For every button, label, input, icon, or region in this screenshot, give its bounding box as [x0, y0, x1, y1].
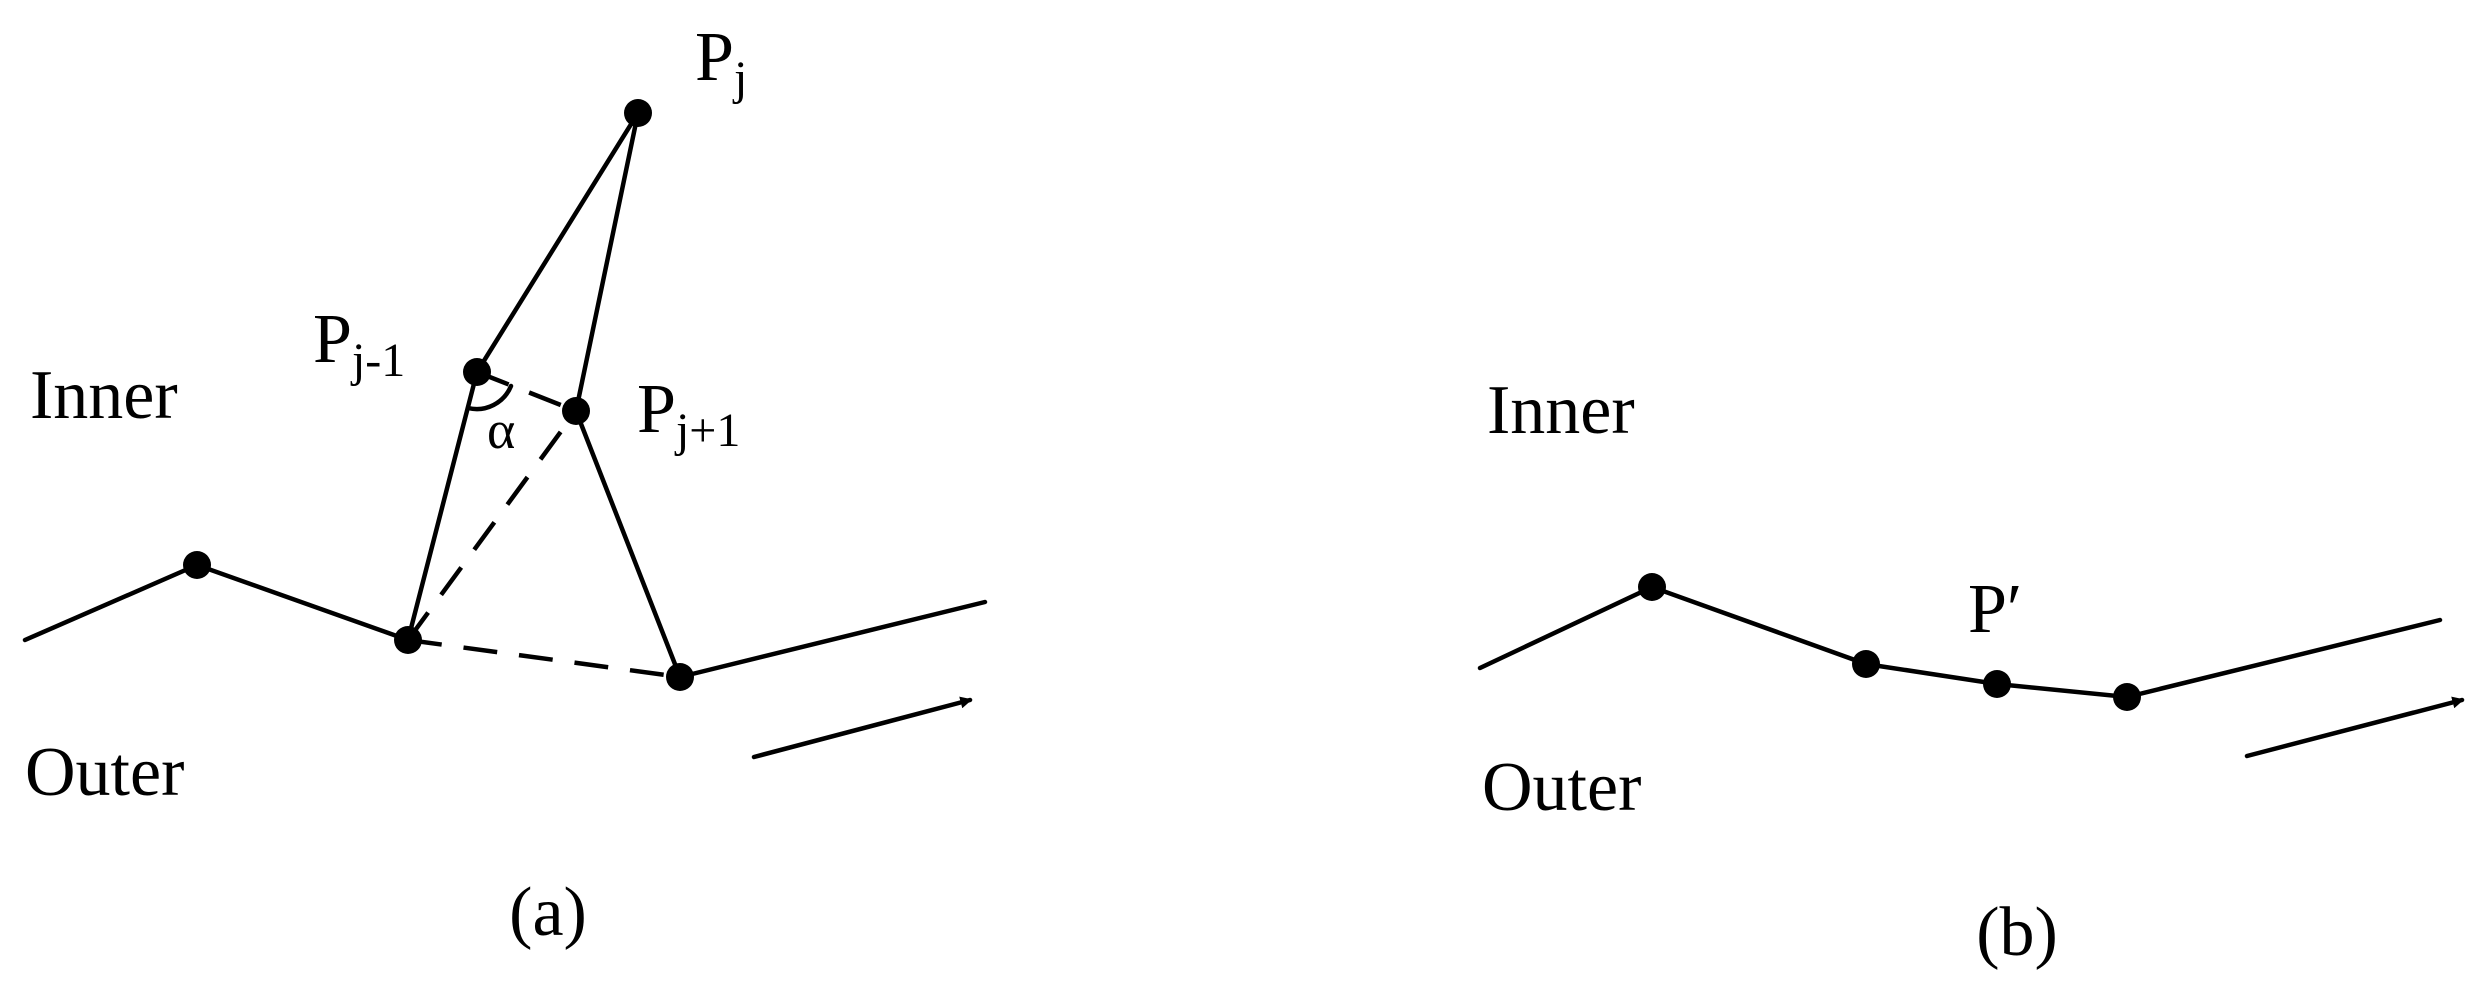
point-b-2 [1852, 650, 1880, 678]
edge-pj-minus-to-pj [474, 110, 641, 375]
dashed-pj-minus-to-pj-plus [476, 369, 577, 414]
boundary-line-b [1477, 584, 2443, 700]
boundary-line-left [22, 562, 411, 643]
label-p-prime: P′ [1968, 571, 2022, 648]
point-a-base-left [394, 626, 422, 654]
dashed-base-segment [407, 637, 681, 680]
point-pj [624, 99, 652, 127]
label-pj-minus: Pj-1 [313, 301, 405, 387]
point-pj-plus [562, 397, 590, 425]
panel-b: P′ Inner Outer (b) [1477, 372, 2465, 971]
point-b-4 [2113, 683, 2141, 711]
label-inner-b: Inner [1487, 372, 1635, 449]
direction-arrow-b [2244, 696, 2465, 759]
boundary-line-right [677, 599, 988, 680]
edge-base-to-pj-minus [405, 369, 480, 643]
point-p-prime [1983, 670, 2011, 698]
angle-alpha-arc [465, 383, 514, 412]
label-inner-a: Inner [30, 357, 178, 434]
point-pj-minus [463, 358, 491, 386]
panel-a: Pj Pj-1 Pj+1 α Inner Outer (a) [22, 19, 988, 951]
edge-pj-plus-to-base [573, 408, 683, 680]
direction-arrow-a [751, 696, 973, 760]
edge-pj-to-pj-plus [573, 110, 641, 414]
label-angle-alpha: α [487, 400, 515, 460]
point-b-1 [1638, 573, 1666, 601]
caption-a: (a) [509, 874, 587, 951]
point-a-1 [183, 551, 211, 579]
label-pj-plus: Pj+1 [637, 371, 740, 457]
label-outer-b: Outer [1482, 749, 1641, 826]
caption-b: (b) [1976, 894, 2058, 971]
label-outer-a: Outer [25, 734, 184, 811]
point-a-base-right [666, 663, 694, 691]
label-pj: Pj [695, 19, 747, 105]
dashed-base-to-pj-plus [406, 409, 578, 642]
